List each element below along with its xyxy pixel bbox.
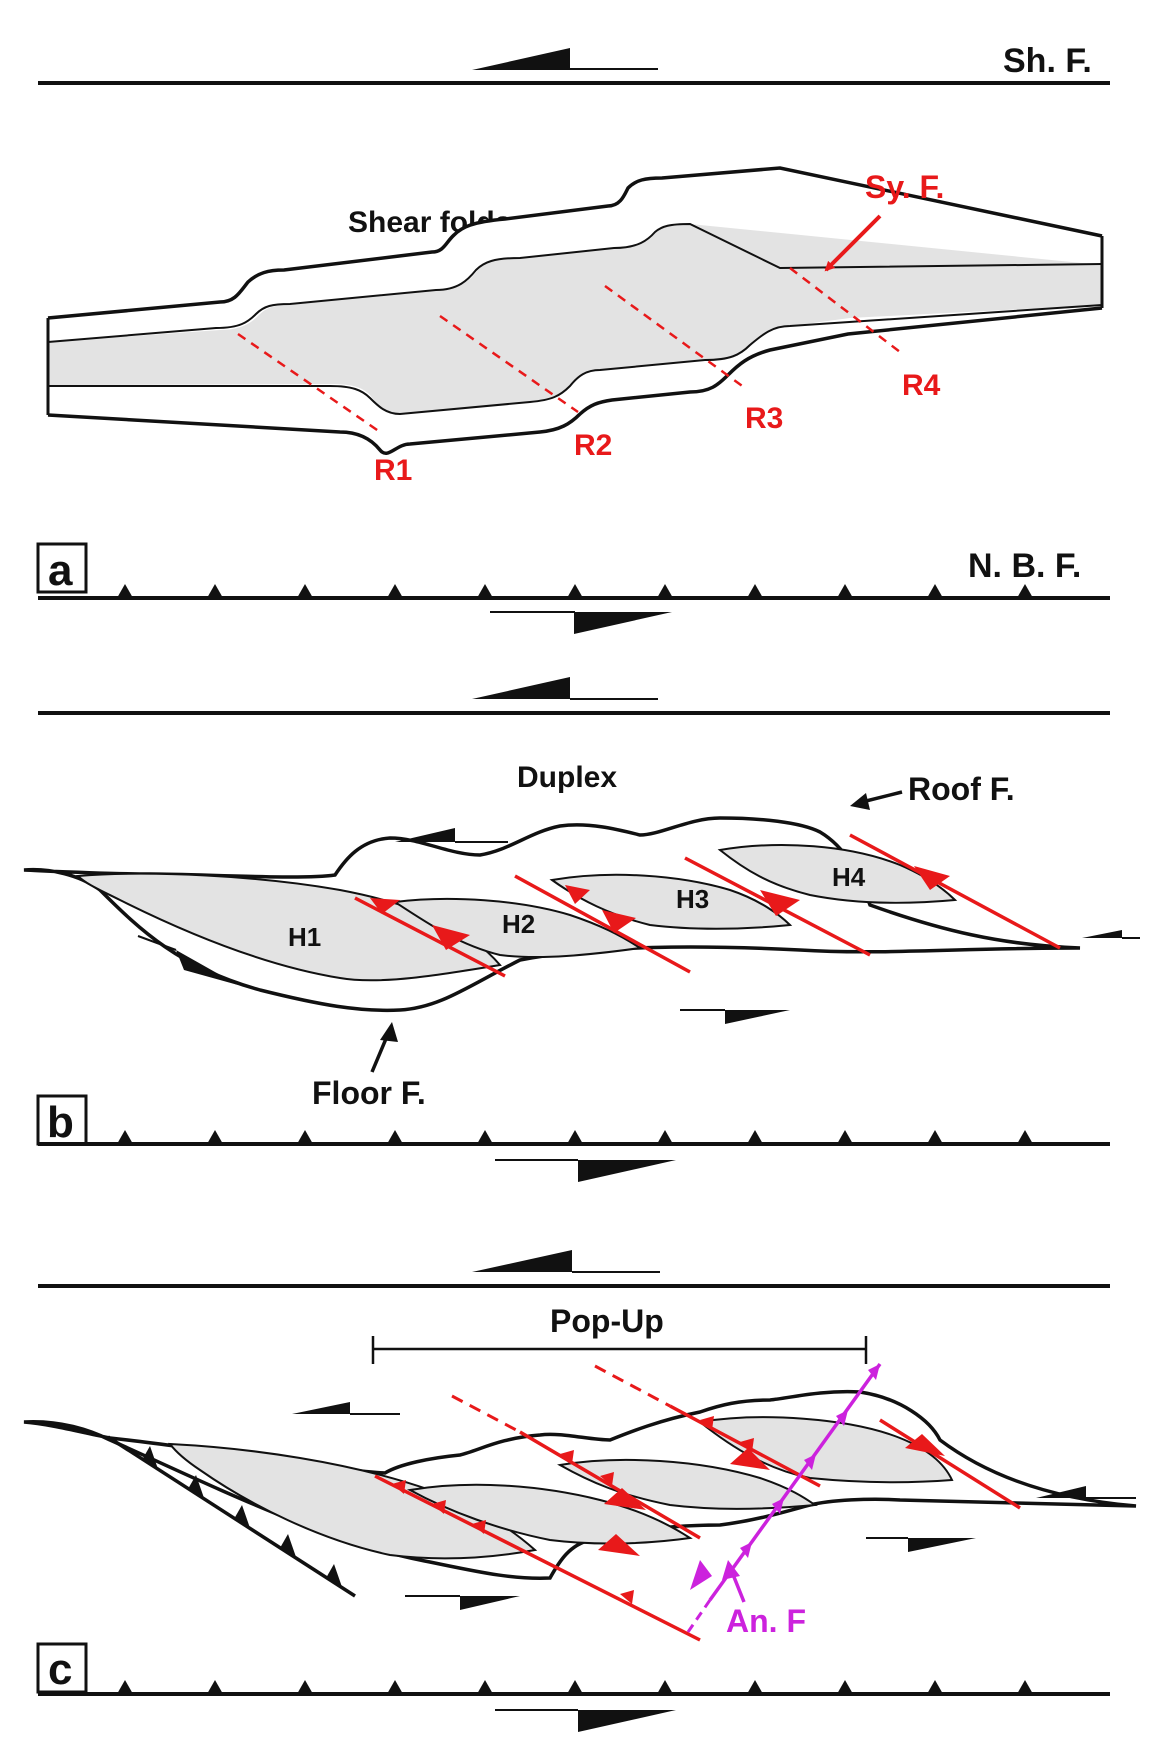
duplex-label: Duplex <box>517 761 617 794</box>
popup-horse-1 <box>167 1442 538 1560</box>
popup-extent-bar <box>371 1336 868 1364</box>
riedel-r2-label: R2 <box>574 429 612 462</box>
popup-horse-4 <box>697 1416 954 1484</box>
panel-a-letter: a <box>48 546 73 595</box>
horse-h4-label: H4 <box>832 862 866 892</box>
horse-h2 <box>392 897 643 958</box>
shear-sense-arrow-top-b <box>472 677 658 700</box>
popup-thrust-teeth <box>392 1416 754 1604</box>
riedel-r3-label: R3 <box>745 402 783 435</box>
nbf-thrust-teeth-a <box>117 584 1033 598</box>
popup-horse-2 <box>406 1483 693 1545</box>
roof-fault-label: Roof F. <box>908 771 1015 807</box>
riedel-r4-label: R4 <box>902 369 941 402</box>
panel-a-box <box>36 542 88 594</box>
popup-basal-teeth <box>142 1446 342 1587</box>
antithetic-teeth <box>740 1364 880 1558</box>
antithetic-fault-label: An. F <box>726 1603 806 1639</box>
horse-h3-label: H3 <box>676 884 709 914</box>
popup-thrusts-dashed <box>451 1364 671 1434</box>
horse-h1 <box>75 872 502 982</box>
synthetic-fault-label: Sy. F. <box>865 169 944 205</box>
antithetic-fault-dashed <box>686 1599 712 1633</box>
nbf-thrust-teeth-c <box>117 1680 1033 1694</box>
popup-horse-3 <box>557 1458 818 1510</box>
riedel-r1-label: R1 <box>374 454 412 487</box>
nbf-label: N. B. F. <box>968 547 1081 585</box>
duplex-thrust-arrows <box>370 866 950 950</box>
antithetic-fault-line <box>708 1362 882 1602</box>
shear-arrows-popup <box>292 1402 1136 1610</box>
folded-layer-gray <box>48 224 1102 414</box>
panel-b: Duplex Roof F. H1 H2 H3 H4 <box>23 677 1140 1182</box>
popup-thrust-arrows <box>598 1434 945 1556</box>
floor-fault-label: Floor F. <box>312 1075 426 1111</box>
shear-fault-label: Sh. F. <box>1003 42 1092 80</box>
panel-c-letter: c <box>48 1645 72 1694</box>
duplex-thrusts <box>354 833 1061 978</box>
shear-arrows-duplex <box>137 828 1140 1024</box>
riedel-fractures <box>237 267 901 434</box>
panel-a: Sh. F. Shear folds R1 R2 R3 R4 Sy. F. a <box>36 42 1110 634</box>
antithetic-arrow <box>690 1560 712 1590</box>
horse-h2-label: H2 <box>502 909 535 939</box>
nbf-thrust-teeth-b <box>117 1130 1033 1144</box>
shear-sense-arrow-bottom-c <box>495 1709 676 1732</box>
horse-h4 <box>717 844 958 904</box>
panel-b-box <box>36 1094 88 1146</box>
shear-sense-arrow-top-c <box>472 1250 660 1273</box>
panel-c: Pop-Up <box>23 1250 1137 1732</box>
synthetic-fault-arrow <box>824 214 882 272</box>
popup-label: Pop-Up <box>550 1303 664 1339</box>
panel-b-letter: b <box>47 1098 74 1147</box>
shear-sense-arrow-top <box>472 48 658 70</box>
horse-h1-label: H1 <box>288 922 321 952</box>
shear-sense-arrow-bottom-b <box>495 1159 676 1182</box>
shear-sense-arrow-bottom-a <box>490 611 672 634</box>
